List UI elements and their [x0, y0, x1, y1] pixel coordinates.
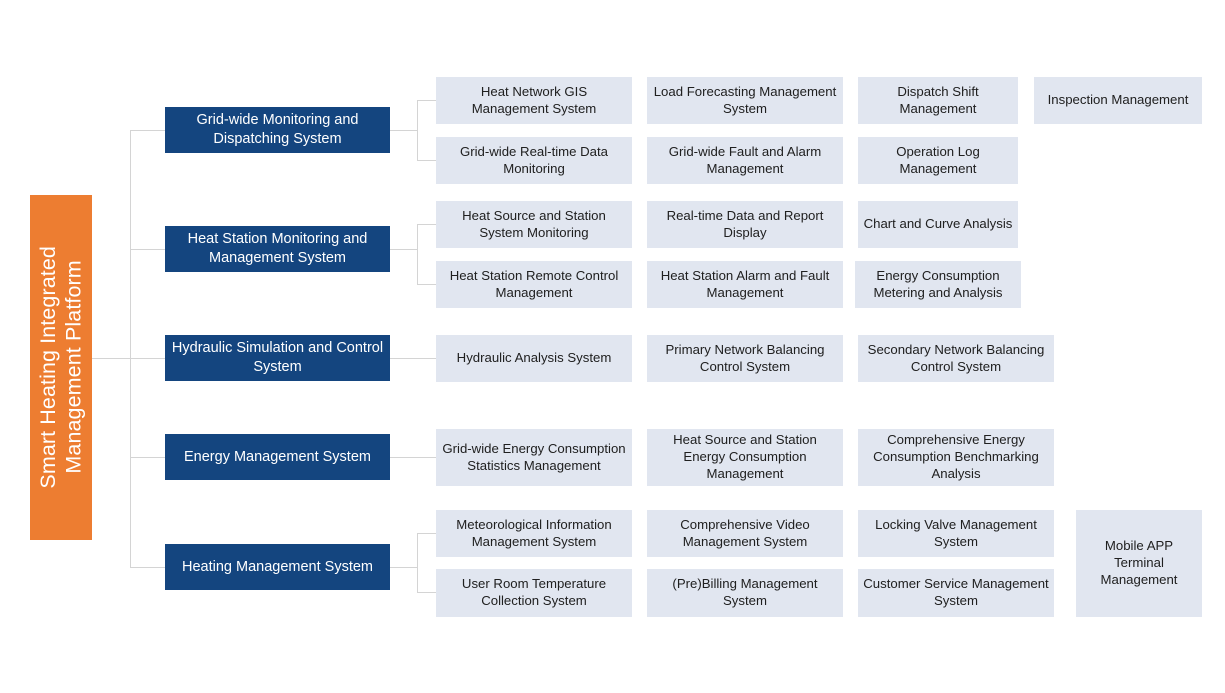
leaf-label: Heat Source and Station System Monitorin… [462, 207, 606, 240]
leaf-box-energy-consumption-metering-and-analysis[interactable]: Energy Consumption Metering and Analysis [855, 261, 1021, 308]
leaf-label: Operation Log Management [896, 143, 980, 176]
leaf-box-heat-source-and-station-energy-consumption-management[interactable]: Heat Source and Station Energy Consumpti… [647, 429, 843, 486]
leaf-box-pre-billing-management-system[interactable]: (Pre)Billing Management System [647, 569, 843, 617]
connector-group-4-stem [390, 457, 436, 458]
connector-group-2-branch-row-1 [417, 224, 436, 225]
leaf-box-chart-and-curve-analysis[interactable]: Chart and Curve Analysis [858, 201, 1018, 248]
leaf-box-heat-source-and-station-system-monitoring[interactable]: Heat Source and Station System Monitorin… [436, 201, 632, 248]
connector-group-3-stem [390, 358, 436, 359]
group-label: Heating Management System [181, 558, 373, 575]
leaf-box-locking-valve-management-system[interactable]: Locking Valve Management System [858, 510, 1054, 557]
leaf-label: Comprehensive Energy Consumption Benchma… [873, 432, 1039, 481]
leaf-label: Locking Valve Management System [875, 516, 1037, 549]
connector-group-1-spine [417, 100, 418, 160]
leaf-label: Grid-wide Energy Consumption Statistics … [442, 440, 626, 473]
group-label: Energy Management System [184, 448, 371, 465]
group-box-heating-management-system[interactable]: Heating Management System [165, 544, 390, 590]
connector-group-2-stem [390, 249, 417, 250]
connector-trunk-to-group-4 [130, 457, 166, 458]
leaf-box-user-room-temperature-collection-system[interactable]: User Room Temperature Collection System [436, 569, 632, 617]
leaf-label: Customer Service Management System [863, 576, 1049, 608]
leaf-box-meteorological-information-management-system[interactable]: Meteorological Information Management Sy… [436, 510, 632, 557]
group-box-energy-management-system[interactable]: Energy Management System [165, 434, 390, 480]
leaf-label: Dispatch Shift Management [897, 83, 979, 116]
connector-group-1-branch-row-2 [417, 160, 436, 161]
leaf-box-load-forecasting-management-system[interactable]: Load Forecasting Management System [647, 77, 843, 124]
group-box-heat-station-monitoring-and-management-system[interactable]: Heat Station Monitoring and Management S… [165, 226, 390, 272]
leaf-box-mobile-app-terminal-management[interactable]: Mobile APP Terminal Management [1076, 510, 1202, 617]
leaf-box-secondary-network-balancing-control-system[interactable]: Secondary Network Balancing Control Syst… [858, 335, 1054, 382]
leaf-label: Mobile APP Terminal Management [1100, 538, 1178, 587]
group-label: Grid-wide Monitoring and Dispatching Sys… [196, 112, 359, 147]
root-platform-box[interactable]: Smart Heating Integrated Management Plat… [30, 195, 92, 540]
leaf-label: Heat Station Alarm and Fault Management [660, 267, 830, 300]
leaf-label: Meteorological Information Management Sy… [456, 516, 612, 549]
connector-trunk-to-group-3 [130, 358, 166, 359]
leaf-label: Hydraulic Analysis System [456, 350, 612, 366]
connector-trunk-to-group-5 [130, 567, 166, 568]
group-label: Hydraulic Simulation and Control System [171, 340, 384, 375]
group-label: Heat Station Monitoring and Management S… [187, 231, 368, 266]
group-box-hydraulic-simulation-and-control-system[interactable]: Hydraulic Simulation and Control System [165, 335, 390, 381]
leaf-box-grid-wide-real-time-data-monitoring[interactable]: Grid-wide Real-time Data Monitoring [436, 137, 632, 184]
connector-group-5-spine [417, 533, 418, 592]
leaf-label: (Pre)Billing Management System [672, 576, 818, 608]
leaf-box-operation-log-management[interactable]: Operation Log Management [858, 137, 1018, 184]
group-box-grid-wide-monitoring-and-dispatching-system[interactable]: Grid-wide Monitoring and Dispatching Sys… [165, 107, 390, 153]
leaf-box-customer-service-management-system[interactable]: Customer Service Management System [858, 569, 1054, 617]
leaf-label: Grid-wide Fault and Alarm Management [668, 143, 822, 176]
connector-group-2-spine [417, 224, 418, 284]
leaf-box-heat-station-remote-control-management[interactable]: Heat Station Remote Control Management [436, 261, 632, 308]
leaf-label: Heat Station Remote Control Management [449, 267, 619, 300]
leaf-label: Real-time Data and Report Display [666, 207, 824, 240]
connector-group-5-branch-row-2 [417, 592, 436, 593]
leaf-label: Heat Source and Station Energy Consumpti… [673, 432, 817, 481]
leaf-box-comprehensive-energy-consumption-benchmarking-analysis[interactable]: Comprehensive Energy Consumption Benchma… [858, 429, 1054, 486]
leaf-box-primary-network-balancing-control-system[interactable]: Primary Network Balancing Control System [647, 335, 843, 382]
leaf-box-dispatch-shift-management[interactable]: Dispatch Shift Management [858, 77, 1018, 124]
leaf-label: User Room Temperature Collection System [461, 576, 607, 608]
leaf-box-real-time-data-and-report-display[interactable]: Real-time Data and Report Display [647, 201, 843, 248]
leaf-box-comprehensive-video-management-system[interactable]: Comprehensive Video Management System [647, 510, 843, 557]
connector-group-1-stem [390, 130, 417, 131]
connector-group-5-branch-row-1 [417, 533, 436, 534]
leaf-label: Chart and Curve Analysis [863, 216, 1013, 232]
connector-trunk-to-group-2 [130, 249, 166, 250]
connector-main-trunk [130, 130, 131, 568]
leaf-box-grid-wide-energy-consumption-statistics-management[interactable]: Grid-wide Energy Consumption Statistics … [436, 429, 632, 486]
leaf-label: Secondary Network Balancing Control Syst… [867, 341, 1045, 374]
leaf-label: Primary Network Balancing Control System [665, 341, 825, 374]
leaf-box-inspection-management[interactable]: Inspection Management [1034, 77, 1202, 124]
root-platform-label: Smart Heating Integrated Management Plat… [35, 246, 85, 489]
leaf-box-heat-network-gis-management-system[interactable]: Heat Network GIS Management System [436, 77, 632, 124]
leaf-box-hydraulic-analysis-system[interactable]: Hydraulic Analysis System [436, 335, 632, 382]
connector-group-1-branch-row-1 [417, 100, 436, 101]
leaf-label: Load Forecasting Management System [653, 83, 837, 116]
leaf-label: Comprehensive Video Management System [680, 516, 810, 549]
connector-trunk-to-group-1 [130, 130, 166, 131]
leaf-label: Grid-wide Real-time Data Monitoring [459, 143, 609, 176]
leaf-label: Inspection Management [1047, 92, 1189, 108]
leaf-box-heat-station-alarm-and-fault-management[interactable]: Heat Station Alarm and Fault Management [647, 261, 843, 308]
leaf-label: Energy Consumption Metering and Analysis [873, 267, 1003, 300]
connector-group-2-branch-row-2 [417, 284, 436, 285]
leaf-box-grid-wide-fault-and-alarm-management[interactable]: Grid-wide Fault and Alarm Management [647, 137, 843, 184]
connector-group-5-stem [390, 567, 417, 568]
connector-root-stub [92, 358, 130, 359]
leaf-label: Heat Network GIS Management System [471, 83, 597, 116]
